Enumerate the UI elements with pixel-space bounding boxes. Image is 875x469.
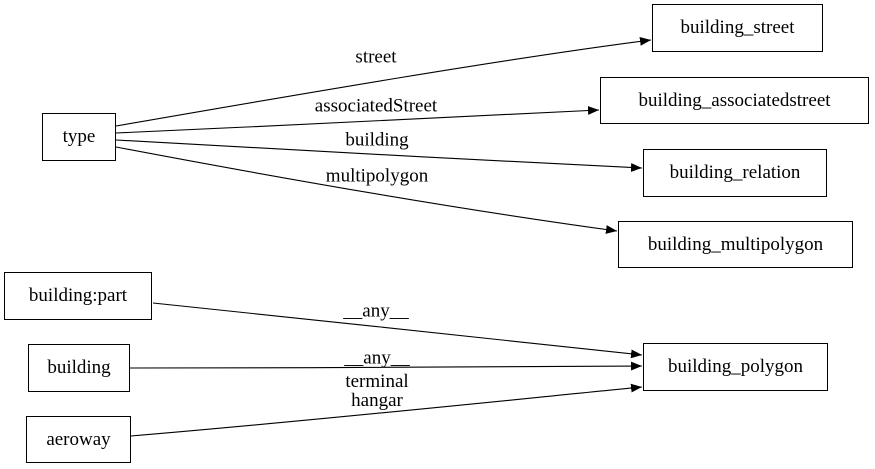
edge-label-terminal-hangar: terminal hangar — [345, 372, 408, 410]
edge-label-any-1: __any__ — [343, 300, 409, 322]
node-building-part-label: building:part — [28, 285, 128, 306]
edge-type-building-street — [115, 37, 652, 127]
node-aeroway: aeroway — [26, 416, 131, 463]
node-building-part: building:part — [4, 272, 152, 320]
edge-type-building-associatedstreet — [115, 106, 600, 134]
edge-label-multipolygon: multipolygon — [325, 165, 429, 187]
edge-building-building-polygon — [129, 361, 643, 371]
node-building-relation: building_relation — [643, 149, 827, 197]
node-building-multipolygon: building_multipolygon — [618, 221, 853, 268]
node-type-label: type — [62, 126, 96, 147]
edge-aeroway-building-polygon — [130, 383, 643, 437]
edge-label-associatedstreet: associatedStreet — [314, 95, 438, 117]
edge-label-any-2: __any__ — [344, 347, 410, 369]
edge-label-building: building — [345, 129, 409, 151]
node-building-associatedstreet-label: building_associatedstreet — [638, 89, 831, 111]
node-building-associatedstreet: building_associatedstreet — [600, 77, 869, 124]
node-building-label: building — [47, 357, 111, 378]
node-building-relation-label: building_relation — [669, 162, 801, 183]
node-type: type — [42, 113, 116, 161]
node-building-multipolygon-label: building_multipolygon — [647, 233, 824, 255]
edge-type-building-relation — [115, 139, 643, 172]
edge-label-street: street — [355, 46, 397, 68]
edge-label-terminal: terminal — [345, 371, 409, 392]
node-building-polygon-label: building_polygon — [667, 356, 804, 377]
edge-type-building-multipolygon — [115, 146, 618, 234]
node-aeroway-label: aeroway — [46, 428, 111, 450]
node-building: building — [28, 344, 130, 392]
node-building-street: building_street — [652, 4, 823, 52]
node-building-polygon: building_polygon — [643, 343, 828, 391]
node-building-street-label: building_street — [680, 17, 795, 38]
edge-buildingpart-building-polygon — [152, 302, 643, 359]
edge-label-hangar: hangar — [351, 390, 403, 411]
